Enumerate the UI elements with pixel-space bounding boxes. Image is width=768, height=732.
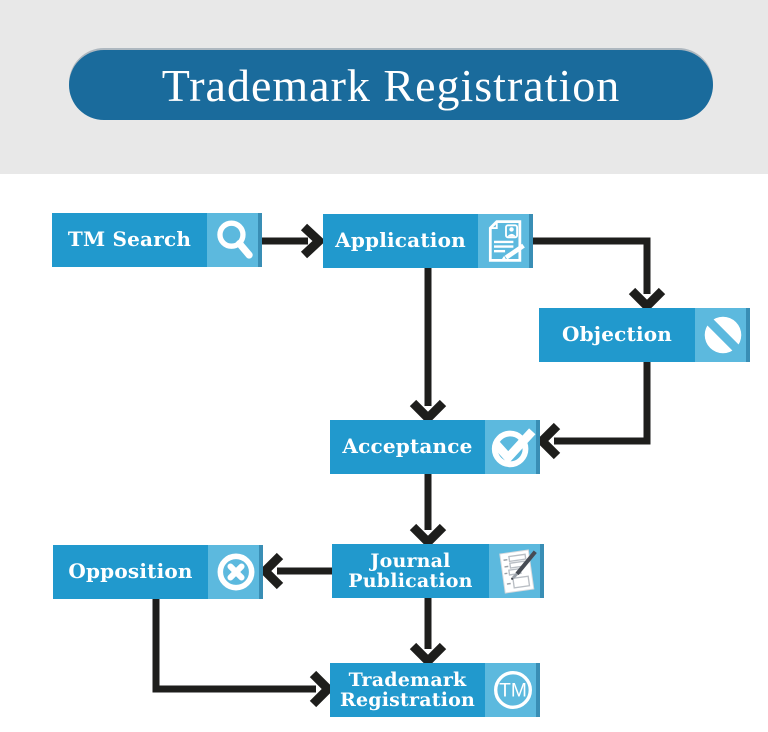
flow-node-trademark-registration: Trademark Registration TM xyxy=(330,663,540,717)
header-band: Trademark Registration xyxy=(0,0,768,174)
edge-application-acceptance-arrowhead xyxy=(409,399,447,425)
search-icon xyxy=(207,213,262,267)
flow-node-opposition: Opposition xyxy=(53,545,263,599)
edge-tmsearch-application-arrowhead xyxy=(300,223,326,259)
node-label: Application xyxy=(335,228,466,253)
flow-node-journal-publication: Journal Publication xyxy=(332,544,544,598)
edge-objection-acceptance-arrowhead xyxy=(535,422,561,460)
flow-node-acceptance: Acceptance xyxy=(330,420,540,474)
check-circle-icon xyxy=(485,420,540,474)
edge-journal-registration-arrowhead xyxy=(409,642,447,668)
tm-circle-icon: TM xyxy=(485,663,540,717)
title-pill: Trademark Registration xyxy=(69,50,713,120)
node-label: Acceptance xyxy=(342,434,473,459)
edge-application-objection xyxy=(533,237,651,294)
flow-node-tm-search: TM Search xyxy=(52,213,262,267)
edge-objection-acceptance xyxy=(554,362,651,445)
prohibition-icon xyxy=(695,308,750,362)
edge-journal-opposition-arrowhead xyxy=(258,552,284,590)
edge-acceptance-journal-arrowhead xyxy=(409,523,447,549)
flow-node-application: Application xyxy=(323,214,533,268)
edge-opposition-registration-arrowhead xyxy=(309,670,335,708)
node-label: Journal Publication xyxy=(348,549,473,592)
page-title: Trademark Registration xyxy=(161,59,621,111)
edge-application-objection-arrowhead xyxy=(628,287,666,313)
node-label: Trademark Registration xyxy=(339,668,476,711)
node-label: TM Search xyxy=(67,227,192,252)
edge-opposition-registration xyxy=(152,598,316,693)
application-form-icon xyxy=(478,214,533,268)
x-circle-icon xyxy=(208,545,263,599)
svg-text:TM: TM xyxy=(499,681,527,702)
node-label: Opposition xyxy=(68,559,193,584)
journal-pen-icon xyxy=(489,544,544,598)
flow-node-objection: Objection xyxy=(539,308,750,362)
node-label: Objection xyxy=(561,322,673,347)
